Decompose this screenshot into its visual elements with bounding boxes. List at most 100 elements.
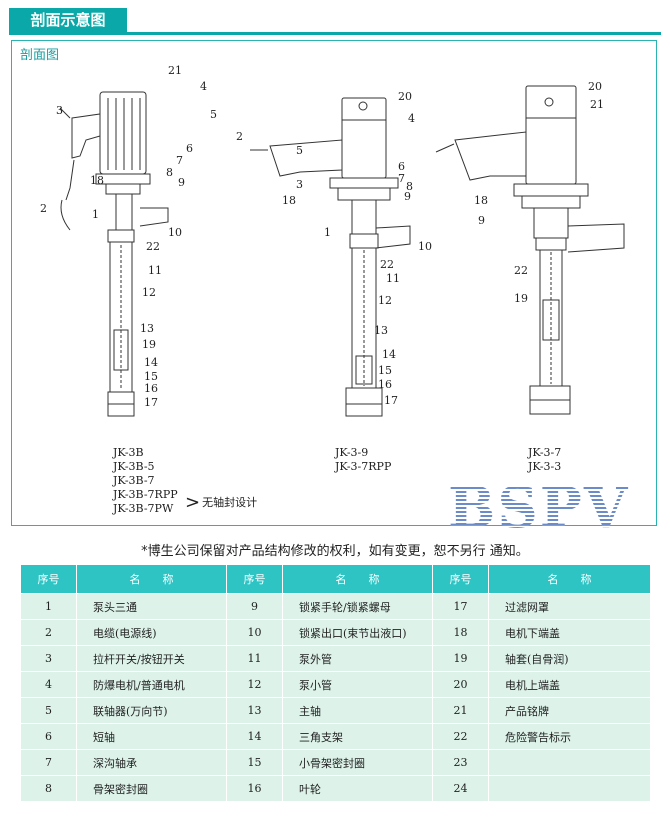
part-name: 锁紧出口(束节出液口) [282, 619, 433, 646]
table-row: 6 短轴 14 三角支架 22 危险警告标示 [20, 723, 651, 750]
table-row: 4 防爆电机/普通电机 12 泵小管 20 电机上端盖 [20, 671, 651, 698]
callout-label: 5 [210, 108, 217, 121]
table-row: 3 拉杆开关/按钮开关 11 泵外管 19 轴套(自骨润) [20, 645, 651, 672]
callout-label: 11 [148, 264, 162, 277]
callout-label: 14 [382, 348, 396, 361]
table-row: 7 深沟轴承 15 小骨架密封圈 23 [20, 749, 651, 776]
part-name: 深沟轴承 [76, 749, 227, 776]
callout-label: 6 [398, 160, 405, 173]
callout-label: 8 [166, 166, 173, 179]
part-number: 20 [432, 671, 489, 698]
callout-label: 22 [380, 258, 394, 271]
part-name: 电机上端盖 [488, 671, 651, 698]
model-name: JK-3-7 [528, 446, 562, 459]
callout-label: 8 [406, 180, 413, 193]
parts-table: 序号 名 称 序号 名 称 序号 名 称 1 泵头三通 9 锁紧手轮/锁紧螺母 … [20, 564, 651, 802]
part-number: 14 [226, 723, 283, 750]
part-name: 电机下端盖 [488, 619, 651, 646]
callout-label: 21 [168, 64, 182, 77]
part-number: 19 [432, 645, 489, 672]
callout-label: 2 [236, 130, 243, 143]
callout-label: 2 [40, 202, 47, 215]
part-number: 12 [226, 671, 283, 698]
part-name: 轴套(自骨润) [488, 645, 651, 672]
callout-label: 11 [386, 272, 400, 285]
part-name: 骨架密封圈 [76, 775, 227, 802]
col-header: 名 称 [76, 564, 227, 594]
model-name: JK-3B-5 [113, 460, 155, 473]
callout-label: 17 [144, 396, 158, 409]
model-name: JK-3-9 [335, 446, 369, 459]
part-name: 产品铭牌 [488, 697, 651, 724]
callout-label: 14 [144, 356, 158, 369]
part-name: 泵小管 [282, 671, 433, 698]
no-shaft-seal-note: >无轴封设计 [185, 492, 258, 513]
model-list-left: JK-3B JK-3B-5 JK-3B-7 JK-3B-7RPP JK-3B-7… [113, 446, 178, 516]
col-header: 名 称 [488, 564, 651, 594]
part-name: 主轴 [282, 697, 433, 724]
part-number: 3 [20, 645, 77, 672]
part-name: 过滤网罩 [488, 593, 651, 620]
model-list-right: JK-3-7 JK-3-3 [528, 446, 561, 474]
part-name: 叶轮 [282, 775, 433, 802]
part-name: 泵外管 [282, 645, 433, 672]
part-name [488, 775, 651, 802]
part-name: 拉杆开关/按钮开关 [76, 645, 227, 672]
callout-label: 1 [92, 208, 99, 221]
part-name [488, 749, 651, 776]
part-number: 11 [226, 645, 283, 672]
part-number: 2 [20, 619, 77, 646]
pump-right-drawing [435, 85, 625, 415]
pump-left-drawing [59, 91, 169, 417]
table-row: 8 骨架密封圈 16 叶轮 24 [20, 775, 651, 802]
model-name: JK-3-7RPP [335, 460, 392, 473]
callout-label: 10 [418, 240, 432, 253]
part-number: 10 [226, 619, 283, 646]
callout-label: 12 [142, 286, 156, 299]
model-name: JK-3B-7 [113, 474, 155, 487]
col-header: 序号 [432, 564, 489, 594]
callout-label: 17 [384, 394, 398, 407]
callout-label: 6 [186, 142, 193, 155]
title-underline [9, 32, 661, 35]
part-number: 15 [226, 749, 283, 776]
callout-label: 12 [378, 294, 392, 307]
part-name: 电缆(电源线) [76, 619, 227, 646]
part-number: 8 [20, 775, 77, 802]
part-name: 联轴器(万向节) [76, 697, 227, 724]
brand-watermark: BSPV [448, 475, 630, 541]
part-name: 危险警告标示 [488, 723, 651, 750]
model-name: JK-3B [113, 446, 144, 459]
callout-label: 19 [142, 338, 156, 351]
callout-label: 3 [56, 104, 63, 117]
callout-label: 22 [146, 240, 160, 253]
callout-label: 21 [590, 98, 604, 111]
part-number: 21 [432, 697, 489, 724]
part-name: 小骨架密封圈 [282, 749, 433, 776]
callout-label: 5 [296, 144, 303, 157]
callout-label: 9 [178, 176, 185, 189]
callout-label: 16 [144, 382, 158, 395]
callout-label: 20 [398, 90, 412, 103]
part-number: 24 [432, 775, 489, 802]
part-number: 4 [20, 671, 77, 698]
section-title: 剖面示意图 [9, 8, 127, 32]
callout-label: 7 [398, 172, 405, 185]
callout-label: 9 [478, 214, 485, 227]
callout-label: 15 [144, 370, 158, 383]
model-name: JK-3B-7RPP [113, 488, 178, 501]
part-name: 锁紧手轮/锁紧螺母 [282, 593, 433, 620]
part-number: 13 [226, 697, 283, 724]
table-row: 2 电缆(电源线) 10 锁紧出口(束节出液口) 18 电机下端盖 [20, 619, 651, 646]
part-number: 18 [432, 619, 489, 646]
part-name: 三角支架 [282, 723, 433, 750]
callout-label: 13 [374, 324, 388, 337]
pump-middle-drawing [250, 97, 411, 417]
cross-section-panel [11, 40, 657, 526]
callout-label: 13 [140, 322, 154, 335]
callout-label: 9 [404, 190, 411, 203]
panel-label: 剖面图 [20, 48, 60, 63]
part-number: 9 [226, 593, 283, 620]
callout-label: 3 [296, 178, 303, 191]
callout-label: 18 [474, 194, 488, 207]
